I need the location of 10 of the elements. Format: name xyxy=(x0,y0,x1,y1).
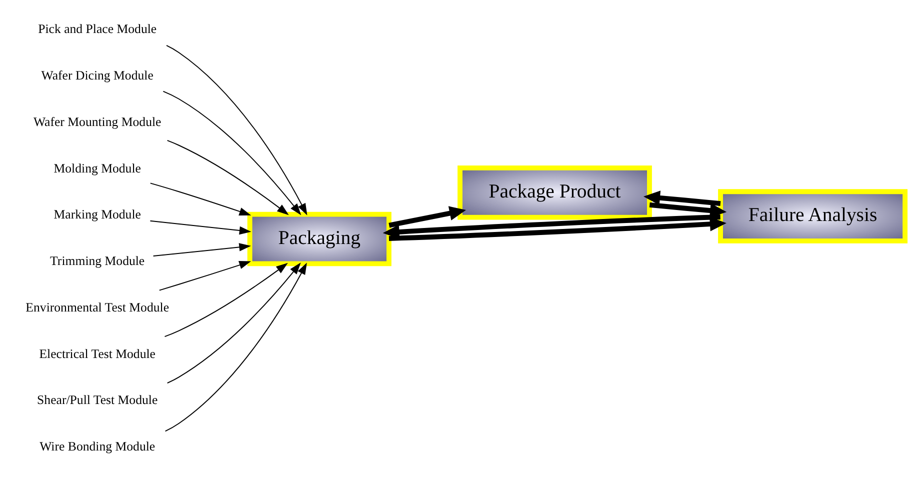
node-text: Shear/Pull Test Module xyxy=(37,393,158,408)
node-text: Electrical Test Module xyxy=(39,346,156,361)
node-text: Wire Bonding Module xyxy=(40,440,156,454)
node-text: Wafer Dicing Module xyxy=(41,68,154,83)
node-text: Wafer Mounting Module xyxy=(33,114,162,129)
node-text: Trimming Module xyxy=(50,254,145,268)
node-text: Environmental Test Module xyxy=(26,300,170,314)
node-text: Molding Module xyxy=(54,161,141,176)
node-text: Marking Module xyxy=(54,208,141,222)
node-text: Pick and Place Module xyxy=(38,22,157,36)
